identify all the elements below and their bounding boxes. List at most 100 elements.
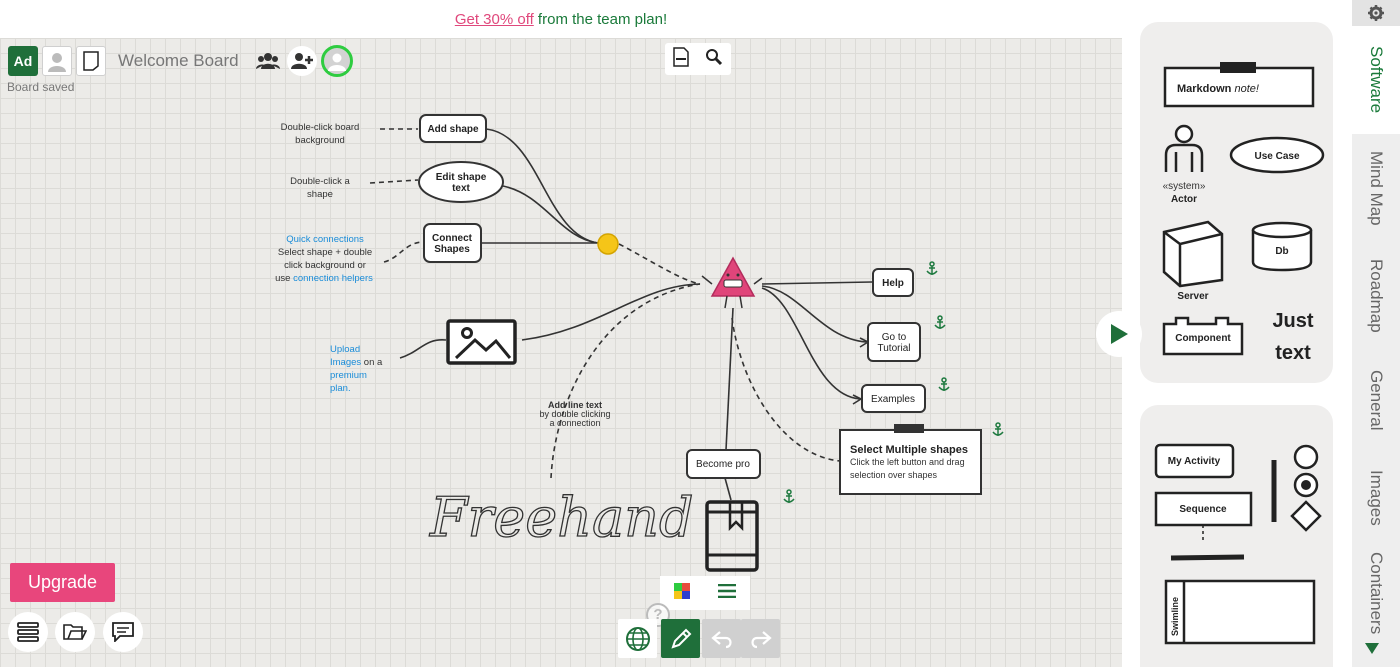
my-activity-shape[interactable]: My Activity bbox=[1154, 443, 1235, 479]
view-tools bbox=[665, 43, 731, 75]
arrowhead-examples bbox=[852, 394, 863, 405]
freehand-drawing[interactable]: Freehand bbox=[428, 485, 694, 549]
undo-icon[interactable] bbox=[702, 619, 741, 658]
menu-icon[interactable] bbox=[718, 583, 736, 603]
connector-book[interactable] bbox=[724, 477, 732, 501]
shape-connect-shapes[interactable] bbox=[423, 223, 482, 263]
promo-banner: Get 30% off from the team plan! bbox=[0, 0, 1122, 38]
online-user-avatar[interactable] bbox=[320, 45, 353, 77]
tab-software[interactable]: Software bbox=[1352, 26, 1400, 134]
promo-link[interactable]: Get 30% off bbox=[454, 11, 534, 28]
connector-hub-mascot[interactable] bbox=[618, 243, 701, 285]
shape-edit-label-1: Edit shape bbox=[436, 172, 487, 183]
component-shape[interactable]: Component bbox=[1162, 316, 1244, 356]
tab-mind-map[interactable]: Mind Map bbox=[1352, 134, 1400, 242]
tab-general[interactable]: General bbox=[1352, 350, 1400, 450]
shape-tutorial-label-2: Tutorial bbox=[878, 343, 911, 354]
db-label: Db bbox=[1275, 246, 1288, 257]
ad-badge[interactable]: Ad bbox=[8, 46, 38, 76]
anchor-icon[interactable] bbox=[934, 315, 946, 329]
connector-tutorial[interactable] bbox=[761, 285, 867, 343]
people-icon[interactable] bbox=[253, 46, 283, 76]
anchor-icon[interactable] bbox=[783, 489, 795, 503]
book-icon[interactable] bbox=[705, 500, 759, 572]
shape-tutorial-label-1: Go to bbox=[882, 332, 907, 343]
pencil-icon[interactable] bbox=[661, 619, 700, 658]
hub-node[interactable] bbox=[597, 233, 619, 255]
board-title[interactable]: Welcome Board bbox=[118, 51, 239, 70]
tab-images[interactable]: Images bbox=[1352, 450, 1400, 546]
swimline-shape[interactable]: Swimline bbox=[1164, 579, 1316, 645]
db-shape[interactable]: Db bbox=[1251, 221, 1313, 272]
help-icon[interactable]: ? bbox=[646, 603, 670, 627]
shape-help[interactable] bbox=[872, 268, 914, 297]
anchor-icon[interactable] bbox=[938, 377, 950, 391]
actor-shape[interactable]: «system» Actor bbox=[1163, 124, 1206, 205]
redo-icon[interactable] bbox=[741, 619, 780, 658]
comment-icon[interactable] bbox=[103, 612, 143, 652]
connector-edit-hub[interactable] bbox=[502, 185, 599, 244]
server-label: Server bbox=[1177, 291, 1208, 302]
color-grid-icon[interactable] bbox=[674, 582, 690, 604]
server-shape[interactable]: Server bbox=[1162, 220, 1224, 302]
markdown-bold-label: Markdown bbox=[1177, 83, 1232, 95]
markdown-italic-label: note! bbox=[1234, 83, 1258, 95]
note-quick-connections[interactable]: Quick connections bbox=[286, 234, 364, 245]
shape-select-multiple[interactable] bbox=[839, 429, 982, 495]
use-case-shape[interactable]: Use Case bbox=[1229, 136, 1325, 174]
shape-examples[interactable] bbox=[861, 384, 926, 413]
play-icon[interactable] bbox=[1096, 311, 1142, 357]
tab-images-label: Images bbox=[1367, 470, 1386, 526]
anchor-icon[interactable] bbox=[926, 261, 938, 275]
shape-become-pro[interactable] bbox=[686, 449, 761, 479]
shape-connect-label-2: Shapes bbox=[434, 244, 470, 255]
folder-icon[interactable] bbox=[55, 612, 95, 652]
connector-help[interactable] bbox=[761, 281, 873, 285]
tab-general-label: General bbox=[1367, 369, 1386, 431]
note-upload-images-link[interactable]: Images bbox=[330, 357, 361, 368]
connector-add-hub[interactable] bbox=[485, 128, 599, 244]
connector-freehand-mascot[interactable] bbox=[550, 283, 701, 479]
sequence-shape[interactable]: Sequence bbox=[1154, 491, 1253, 540]
bar-shapes[interactable] bbox=[1170, 460, 1277, 561]
shape-add-shape[interactable] bbox=[419, 114, 487, 143]
note-upload-2b: on a bbox=[361, 357, 383, 368]
just-text-shape[interactable]: Just text bbox=[1272, 310, 1313, 364]
note-line-text-2: by double clicking bbox=[539, 409, 610, 419]
gear-icon[interactable] bbox=[1352, 0, 1400, 26]
layers-icon[interactable] bbox=[8, 612, 48, 652]
globe-icon[interactable] bbox=[618, 619, 657, 658]
note-upload-premium[interactable]: premium bbox=[330, 370, 367, 381]
add-user-icon[interactable] bbox=[286, 46, 317, 76]
doc-icon[interactable] bbox=[76, 46, 106, 76]
board-canvas[interactable]: Add shape Edit shape text Connect Shapes… bbox=[0, 38, 1122, 667]
doc-icon[interactable] bbox=[673, 46, 689, 72]
connector-select-multiple[interactable] bbox=[731, 317, 841, 462]
connector-image-mascot[interactable] bbox=[521, 283, 701, 341]
shape-go-to-tutorial[interactable] bbox=[867, 322, 921, 362]
search-icon[interactable] bbox=[705, 48, 723, 71]
user-avatar[interactable] bbox=[42, 46, 72, 76]
upgrade-button[interactable]: Upgrade bbox=[10, 563, 115, 602]
connector-examples[interactable] bbox=[761, 287, 861, 400]
tab-software-label: Software bbox=[1367, 46, 1386, 114]
note-connection-helpers-link[interactable]: connection helpers bbox=[293, 273, 373, 284]
image-icon[interactable] bbox=[446, 319, 517, 365]
promo-text: from the team plan! bbox=[533, 11, 668, 28]
markdown-note-shape[interactable]: Markdown note! bbox=[1163, 62, 1315, 108]
my-activity-label: My Activity bbox=[1168, 456, 1221, 467]
chevron-down-icon[interactable] bbox=[1364, 640, 1380, 656]
connector-become-pro[interactable] bbox=[725, 307, 734, 451]
sequence-label: Sequence bbox=[1179, 504, 1227, 515]
note-dblclick-board-1: Double-click board bbox=[281, 122, 360, 133]
tab-mind-map-label: Mind Map bbox=[1367, 150, 1386, 226]
palette-software: Markdown note! «system» Actor Use Case S… bbox=[1140, 22, 1333, 383]
tab-containers[interactable]: Containers bbox=[1352, 546, 1400, 641]
shape-edit-shape[interactable] bbox=[418, 161, 504, 203]
tab-roadmap[interactable]: Roadmap bbox=[1352, 242, 1400, 350]
shape-help-label: Help bbox=[882, 278, 904, 289]
flow-shapes[interactable] bbox=[1290, 444, 1322, 532]
anchor-icon[interactable] bbox=[992, 422, 1004, 436]
mascot-shape[interactable] bbox=[701, 256, 763, 309]
just-text-label-1: Just bbox=[1272, 310, 1313, 332]
